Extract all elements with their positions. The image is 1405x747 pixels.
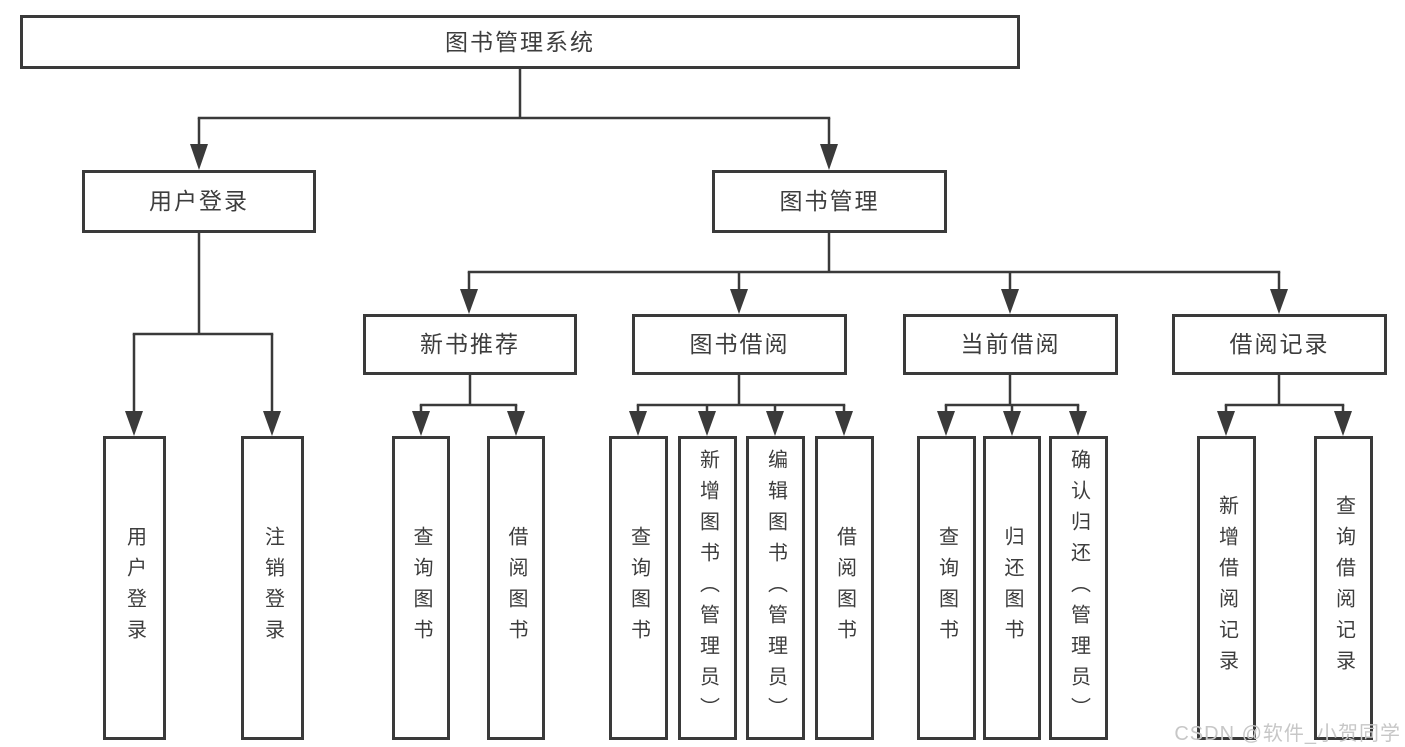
node-new-book-recommendation: 新书推荐 [363, 314, 577, 375]
node-borrowing-records: 借阅记录 [1172, 314, 1387, 375]
leaf-logout: 注销登录 [241, 436, 304, 740]
leaf-query-books-recommendation: 查询图书 [392, 436, 450, 740]
leaf-borrow-books-recommendation: 借阅图书 [487, 436, 545, 740]
node-user-login: 用户登录 [82, 170, 316, 233]
node-current-borrowing: 当前借阅 [903, 314, 1118, 375]
node-book-management: 图书管理 [712, 170, 947, 233]
leaf-query-borrow-record: 查询借阅记录 [1314, 436, 1373, 740]
leaf-query-books-current: 查询图书 [917, 436, 976, 740]
leaf-add-books-admin: 新增图书（管理员） [678, 436, 737, 740]
leaf-edit-books-admin: 编辑图书（管理员） [746, 436, 805, 740]
leaf-query-books-borrowing: 查询图书 [609, 436, 668, 740]
leaf-borrow-books: 借阅图书 [815, 436, 874, 740]
leaf-add-borrow-record: 新增借阅记录 [1197, 436, 1256, 740]
leaf-return-books: 归还图书 [983, 436, 1041, 740]
leaf-user-login: 用户登录 [103, 436, 166, 740]
arrowheads [125, 144, 1352, 436]
leaf-confirm-return-admin: 确认归还（管理员） [1049, 436, 1108, 740]
csdn-watermark: CSDN @软件_小贺同学 [1174, 723, 1401, 745]
node-book-borrowing: 图书借阅 [632, 314, 847, 375]
node-library-management-system: 图书管理系统 [20, 15, 1020, 69]
